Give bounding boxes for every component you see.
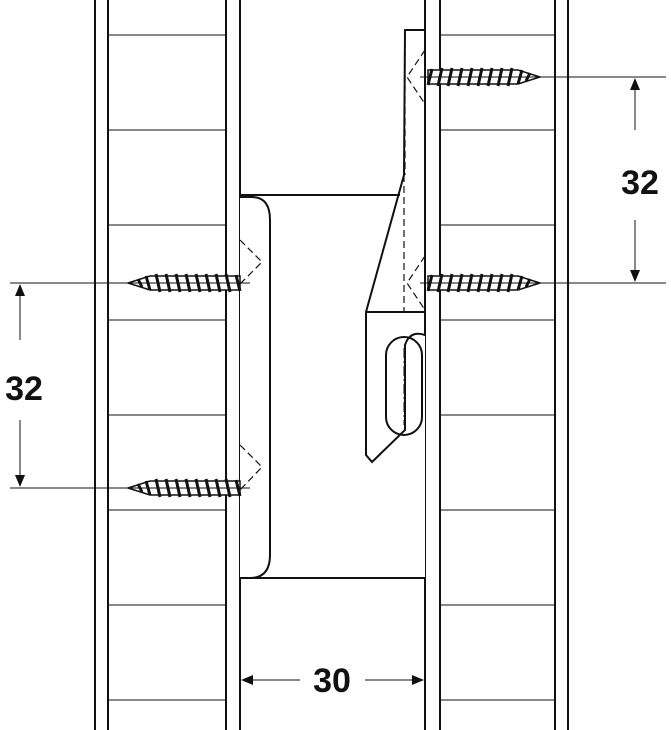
dimension-right: 32	[420, 76, 666, 284]
bracket-plate	[239, 194, 425, 579]
dimension-left: 32	[5, 282, 245, 489]
right-upright	[424, 0, 569, 730]
dimension-label-right: 32	[621, 164, 659, 202]
left-upright	[94, 0, 241, 730]
dimension-label-left: 32	[5, 370, 43, 408]
dimension-bottom: 30	[241, 662, 424, 700]
dimension-label-bottom: 30	[313, 662, 351, 700]
hook-piece	[365, 29, 426, 464]
